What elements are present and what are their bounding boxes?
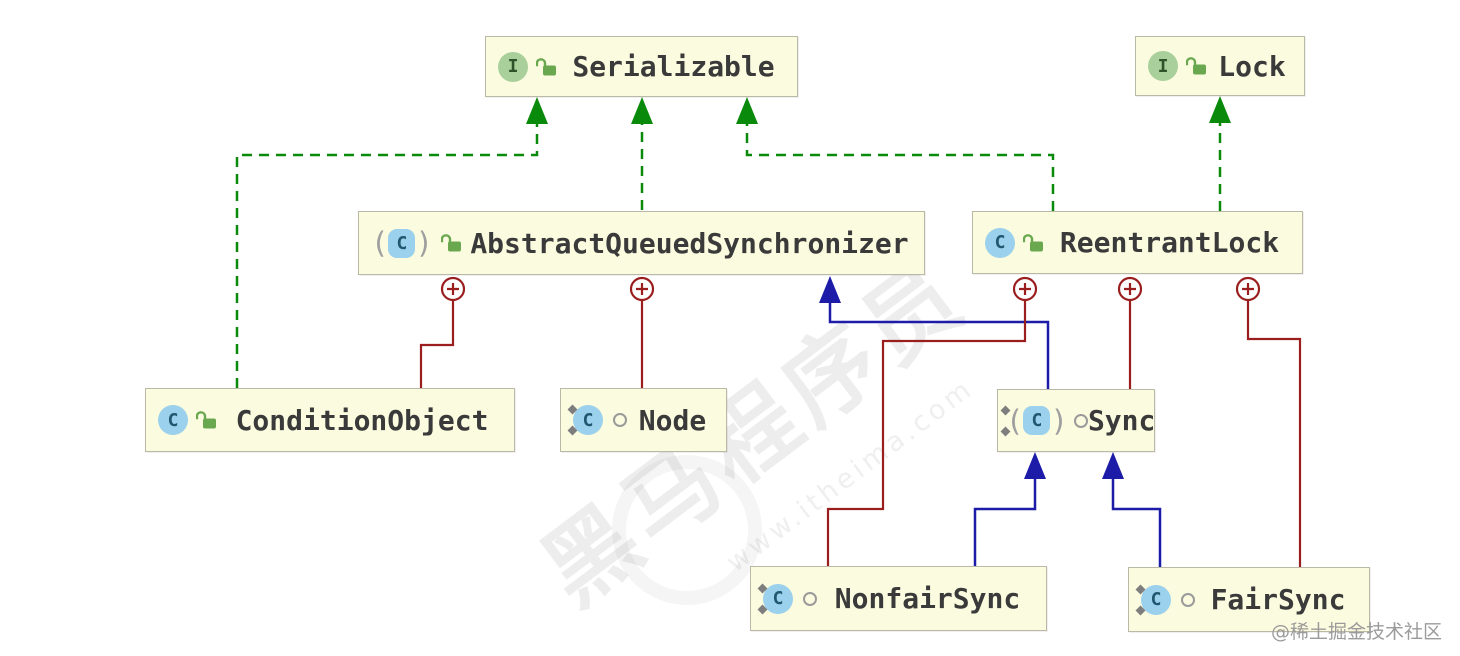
class-icon: C xyxy=(985,227,1015,258)
class-node-lock[interactable]: I Lock xyxy=(1135,36,1305,96)
lock-open-icon xyxy=(536,56,558,78)
lock-open-icon xyxy=(1186,55,1208,77)
edge-reentrantlock-inner-sync xyxy=(1117,276,1143,389)
class-icon: C xyxy=(1135,584,1171,615)
edge-reentrantlock-inner-nonfairsync xyxy=(826,276,1038,566)
class-name: AbstractQueuedSynchronizer xyxy=(470,226,909,260)
class-name: Node xyxy=(638,403,707,437)
class-name: FairSync xyxy=(1210,583,1346,616)
edge-reentrantlock-implements-lock xyxy=(1209,96,1231,211)
package-private-icon xyxy=(1181,592,1195,607)
class-name: ReentrantLock xyxy=(1059,226,1280,259)
edge-conditionobject-implements-serializable xyxy=(235,97,548,388)
lock-open-icon xyxy=(1023,232,1045,254)
edge-reentrantlock-inner-fairsync xyxy=(1235,276,1302,567)
interface-icon: I xyxy=(498,51,528,82)
package-private-icon xyxy=(613,413,627,427)
abstract-class-icon: (C) xyxy=(371,226,433,260)
class-node-nonfair-sync[interactable]: C NonfairSync xyxy=(750,566,1047,631)
class-icon: C xyxy=(567,404,603,436)
class-node-serializable[interactable]: I Serializable xyxy=(485,36,798,97)
class-name: Sync xyxy=(1087,404,1156,437)
edge-aqs-inner-node xyxy=(629,276,655,388)
edge-nonfairsync-extends-sync xyxy=(973,452,1046,566)
edge-sync-extends-aqs xyxy=(819,276,1050,389)
package-private-icon xyxy=(1073,413,1088,428)
lock-open-icon xyxy=(196,409,218,431)
class-icon: C xyxy=(757,583,793,614)
edge-aqs-implements-serializable xyxy=(631,97,653,210)
class-node-sync[interactable]: (C) Sync xyxy=(997,389,1155,452)
class-name: Serializable xyxy=(572,50,775,83)
class-node-condition-object[interactable]: C ConditionObject xyxy=(145,388,515,452)
lock-open-icon xyxy=(440,232,463,254)
class-name: NonfairSync xyxy=(834,582,1021,615)
class-node-abstract-queued-synchronizer[interactable]: (C) AbstractQueuedSynchronizer xyxy=(358,211,925,275)
class-name: ConditionObject xyxy=(235,403,489,437)
edge-fairsync-extends-sync xyxy=(1102,452,1162,567)
class-node-node[interactable]: C Node xyxy=(560,388,727,452)
class-node-fair-sync[interactable]: C FairSync xyxy=(1128,567,1370,632)
edge-aqs-inner-conditionobject xyxy=(419,276,466,388)
class-name: Lock xyxy=(1218,49,1286,83)
package-private-icon xyxy=(803,591,817,606)
class-node-reentrant-lock[interactable]: C ReentrantLock xyxy=(972,211,1303,274)
class-icon: C xyxy=(158,405,188,435)
edge-reentrantlock-implements-serializable xyxy=(736,97,1055,211)
abstract-class-icon: (C) xyxy=(1000,405,1068,436)
interface-icon: I xyxy=(1148,51,1178,81)
